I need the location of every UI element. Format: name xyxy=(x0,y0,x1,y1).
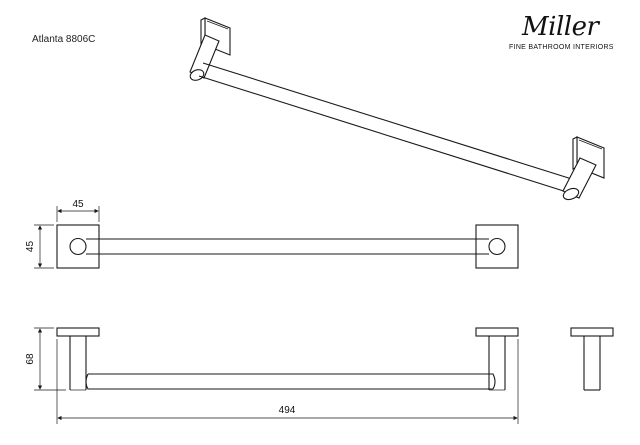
brand-tagline: FINE BATHROOM INTERIORS xyxy=(509,44,614,51)
front-right-plate xyxy=(475,327,519,337)
front-bar xyxy=(85,373,496,390)
front-left-plate xyxy=(56,327,100,337)
top-left-plate xyxy=(56,224,100,269)
overall-length-label: 494 xyxy=(279,405,296,416)
top-left-post-circle xyxy=(69,237,87,256)
side-height-label: 68 xyxy=(25,353,36,365)
front-left-post xyxy=(69,336,87,391)
top-width-label: 45 xyxy=(72,199,84,210)
top-height-label: 45 xyxy=(25,241,36,253)
front-view: 68 494 xyxy=(25,327,614,424)
iso-bar xyxy=(198,62,576,194)
side-height-dimension: 68 xyxy=(25,327,66,391)
isometric-view xyxy=(189,17,605,201)
brand-logo-name: Miller xyxy=(522,12,599,42)
overall-length-dimension: 494 xyxy=(56,339,519,424)
top-right-post-circle xyxy=(488,237,506,256)
top-view: 45 45 xyxy=(25,199,519,269)
side-plate xyxy=(570,327,614,337)
front-right-post xyxy=(488,336,506,391)
top-width-dimension: 45 xyxy=(56,199,100,222)
product-code: Atlanta 8806C xyxy=(32,34,96,45)
top-height-dimension: 45 xyxy=(25,224,54,269)
iso-right-post xyxy=(562,157,597,201)
top-right-plate xyxy=(475,224,519,269)
side-view xyxy=(570,327,614,391)
top-bar xyxy=(86,238,489,255)
iso-left-post xyxy=(189,34,220,81)
